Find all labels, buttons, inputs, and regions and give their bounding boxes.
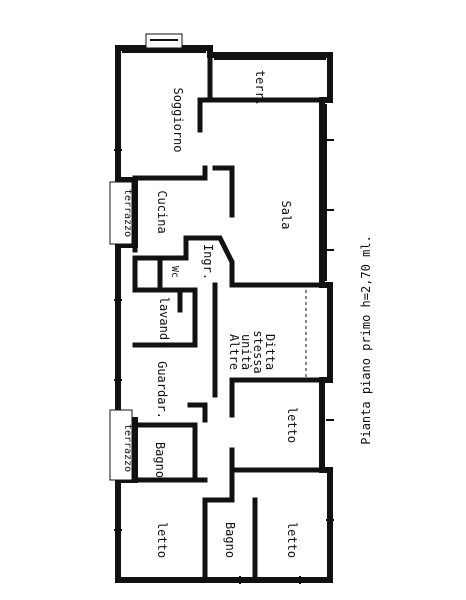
room-label-altre-4: Ditta: [263, 334, 277, 370]
room-label-lavand: lavand.: [157, 297, 171, 348]
room-label-sala: Sala: [279, 201, 293, 230]
room-label-bagno-2: Bagno: [223, 522, 237, 558]
terrace-boxes: [109, 181, 133, 481]
room-label-letto-2: letto: [155, 522, 169, 558]
plan-caption: Pianta piano primo h=2,70 ml.: [359, 235, 373, 445]
room-label-letto-3: letto: [285, 522, 299, 558]
balcony-top: [145, 33, 183, 49]
room-label-altre-group: Altre unità stessa Ditta: [227, 330, 277, 373]
room-label-altre-3: stessa: [251, 330, 265, 373]
window-marks: [114, 139, 334, 584]
room-label-ingr: Ingr.: [201, 244, 215, 280]
room-label-wc: Wc: [169, 266, 180, 278]
room-label-bagno-1: Bagno: [153, 442, 167, 478]
room-label-guardar: Guardar.: [155, 361, 169, 419]
interior-walls: [132, 49, 325, 583]
room-label-terrazzo-upper: terrazzo: [122, 189, 133, 237]
outer-walls: [115, 45, 333, 583]
room-label-soggiorno: Soggiorno: [171, 87, 185, 152]
room-label-altre-1: Altre: [227, 334, 241, 370]
room-label-letto-1: letto: [285, 407, 299, 443]
room-label-altre-2: unità: [239, 334, 253, 370]
room-label-cucina: Cucina: [155, 190, 169, 233]
room-label-terr-roof: terr.: [253, 70, 267, 106]
room-label-terrazzo-lower: terrazzo: [122, 424, 133, 472]
